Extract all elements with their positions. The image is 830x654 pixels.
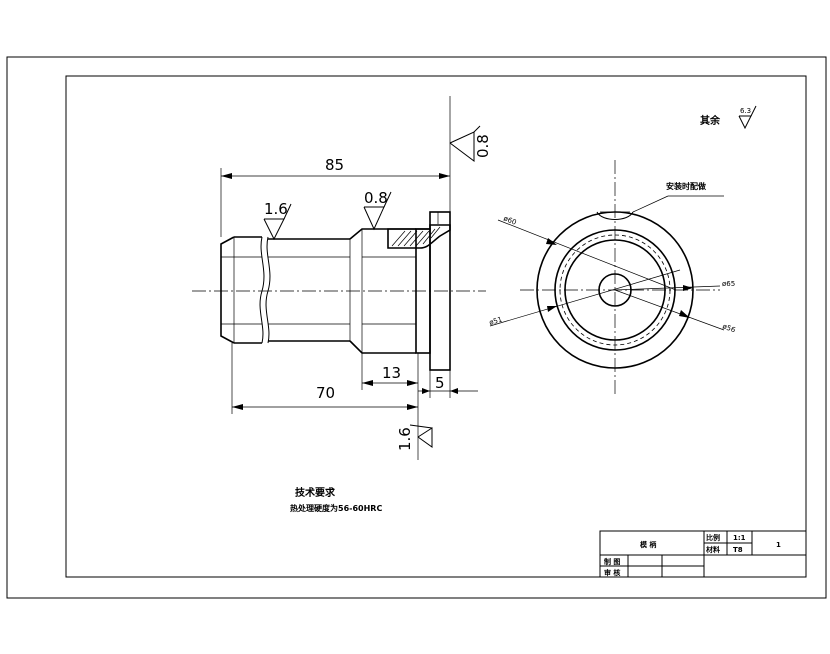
roughness-shoulder: 0.8 xyxy=(363,189,392,231)
roughness-bottom: 1.6 xyxy=(396,424,433,451)
checked-label: 审 核 xyxy=(604,568,620,577)
title-block: 模 柄 比例 1:1 材料 T8 1 制 图 审 核 xyxy=(599,530,807,578)
dim-dia51-text: ø51 xyxy=(488,315,503,327)
roughness-rest-label: 其余 xyxy=(700,114,721,127)
tech-req-line1: 热处理硬度为56-60HRC xyxy=(290,503,382,513)
dim-dia56-text: ø56 xyxy=(721,322,737,334)
roughness-right-face: 0.8 xyxy=(449,125,492,162)
dim-dia65-text: ø65 xyxy=(722,280,735,288)
dim-85: 85 xyxy=(220,156,450,237)
sheet-number: 1 xyxy=(776,541,781,549)
material-value: T8 xyxy=(733,546,743,554)
dim-13: 13 xyxy=(361,353,418,390)
roughness-right-face-text: 0.8 xyxy=(474,134,492,158)
roughness-bottom-text: 1.6 xyxy=(396,427,414,451)
roughness-shaft-text: 1.6 xyxy=(264,200,288,218)
side-view: ø60 ø51 ø65 ø56 安装时配做 xyxy=(488,160,737,395)
scale-value: 1:1 xyxy=(733,534,746,542)
roughness-shaft: 1.6 xyxy=(263,200,292,241)
part-name: 模 柄 xyxy=(640,540,656,549)
assembly-note: 安装时配做 xyxy=(666,181,706,191)
roughness-rest: 其余 6.3 xyxy=(700,105,757,130)
scale-label: 比例 xyxy=(706,533,720,542)
dim-85-text: 85 xyxy=(325,156,344,174)
dim-70-text: 70 xyxy=(316,384,335,402)
tech-req-title: 技术要求 xyxy=(295,486,336,499)
material-label: 材料 xyxy=(705,545,720,554)
roughness-shoulder-text: 0.8 xyxy=(364,189,388,207)
inner-border xyxy=(65,75,807,578)
outer-border xyxy=(6,56,827,599)
dim-70: 70 xyxy=(231,343,419,460)
dim-5: 5 xyxy=(418,370,478,398)
dim-5-text: 5 xyxy=(435,374,445,392)
roughness-rest-value: 6.3 xyxy=(740,107,751,115)
dim-13-text: 13 xyxy=(382,364,401,382)
front-view xyxy=(192,96,486,398)
drawn-label: 制 图 xyxy=(604,557,620,566)
